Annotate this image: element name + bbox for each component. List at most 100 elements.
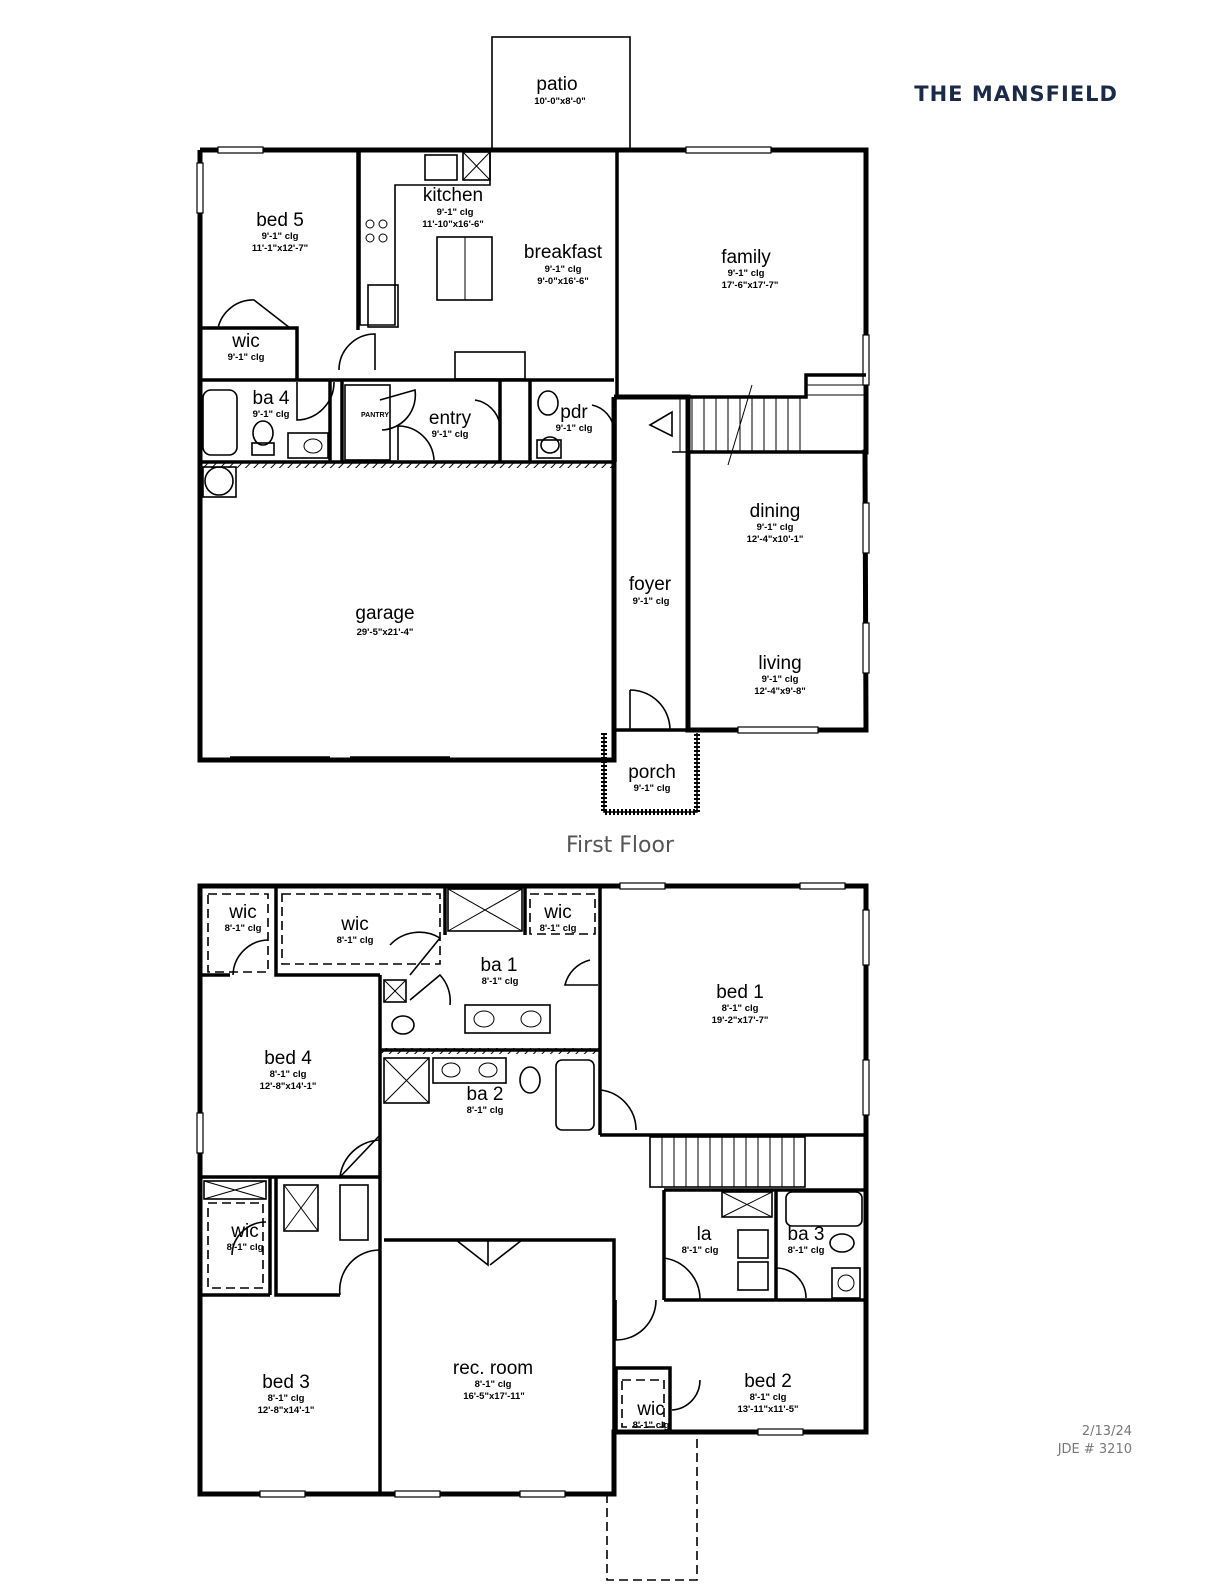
svg-text:16'-5"x17'-11": 16'-5"x17'-11" bbox=[463, 1391, 525, 1402]
first-floor-windows bbox=[196, 146, 870, 734]
svg-text:13'-11"x11'-5": 13'-11"x11'-5" bbox=[737, 1404, 798, 1415]
la-label: la8'-1" clg bbox=[682, 1224, 719, 1256]
second-floor-stairs bbox=[649, 1136, 806, 1188]
svg-text:8'-1" clg: 8'-1" clg bbox=[268, 1393, 305, 1404]
svg-text:9'-1" clg: 9'-1" clg bbox=[253, 409, 290, 420]
svg-text:la: la bbox=[697, 1224, 712, 1245]
svg-text:8'-1" clg: 8'-1" clg bbox=[227, 1242, 264, 1253]
svg-text:8'-1" clg: 8'-1" clg bbox=[540, 923, 577, 934]
second-floor-windows bbox=[196, 882, 870, 1498]
svg-text:12'-8"x14'-1": 12'-8"x14'-1" bbox=[260, 1081, 317, 1092]
svg-text:breakfast: breakfast bbox=[524, 242, 603, 263]
svg-text:8'-1" clg: 8'-1" clg bbox=[225, 923, 262, 934]
svg-text:9'-1" clg: 9'-1" clg bbox=[634, 783, 671, 794]
svg-text:10'-0"x8'-0": 10'-0"x8'-0" bbox=[534, 96, 586, 107]
svg-text:11'-1"x12'-7": 11'-1"x12'-7" bbox=[252, 243, 308, 254]
bath-partition-hatch bbox=[380, 1048, 600, 1054]
svg-text:garage: garage bbox=[355, 603, 414, 624]
svg-text:11'-10"x16'-6": 11'-10"x16'-6" bbox=[422, 219, 484, 230]
svg-text:8'-1" clg: 8'-1" clg bbox=[682, 1245, 719, 1256]
first-floor-label: First Floor bbox=[565, 833, 675, 858]
ba4-label: ba 49'-1" clg bbox=[253, 388, 290, 420]
svg-text:wic: wic bbox=[543, 902, 571, 923]
svg-text:9'-1" clg: 9'-1" clg bbox=[437, 207, 474, 218]
svg-text:9'-1" clg: 9'-1" clg bbox=[633, 596, 670, 607]
svg-text:kitchen: kitchen bbox=[423, 185, 483, 206]
svg-text:wic: wic bbox=[230, 1221, 258, 1242]
svg-text:ba 3: ba 3 bbox=[788, 1224, 825, 1245]
second-floor-bath-fixtures bbox=[339, 1004, 863, 1299]
svg-text:pdr: pdr bbox=[560, 402, 588, 423]
svg-text:19'-2"x17'-7": 19'-2"x17'-7" bbox=[712, 1015, 769, 1026]
svg-text:9'-1" clg: 9'-1" clg bbox=[556, 423, 593, 434]
first-floor-plan bbox=[196, 36, 870, 815]
ba2-label: ba 28'-1" clg bbox=[467, 1084, 504, 1116]
svg-text:8'-1" clg: 8'-1" clg bbox=[633, 1420, 670, 1431]
svg-text:wic: wic bbox=[231, 331, 259, 352]
svg-text:8'-1" clg: 8'-1" clg bbox=[337, 935, 374, 946]
job-number: JDE # 3210 bbox=[1057, 1442, 1132, 1457]
svg-text:9'-1" clg: 9'-1" clg bbox=[262, 231, 299, 242]
svg-text:9'-0"x16'-6": 9'-0"x16'-6" bbox=[537, 276, 589, 287]
svg-text:patio: patio bbox=[536, 74, 577, 95]
svg-text:ba 4: ba 4 bbox=[253, 388, 290, 409]
svg-text:foyer: foyer bbox=[629, 574, 672, 595]
pantry-label: PANTRY bbox=[361, 412, 389, 419]
ba1-label: ba 18'-1" clg bbox=[481, 955, 519, 987]
svg-text:bed 2: bed 2 bbox=[744, 1371, 792, 1392]
svg-text:family: family bbox=[721, 247, 771, 268]
svg-text:8'-1" clg: 8'-1" clg bbox=[788, 1245, 825, 1256]
svg-text:12'-4"x9'-8": 12'-4"x9'-8" bbox=[754, 686, 806, 697]
plan-date: 2/13/24 bbox=[1081, 1424, 1132, 1439]
svg-text:8'-1" clg: 8'-1" clg bbox=[482, 976, 519, 987]
svg-text:bed 4: bed 4 bbox=[264, 1048, 312, 1069]
svg-text:29'-5"x21'-4": 29'-5"x21'-4" bbox=[357, 627, 414, 638]
svg-text:porch: porch bbox=[628, 762, 676, 783]
svg-text:ba 1: ba 1 bbox=[481, 955, 518, 976]
svg-text:living: living bbox=[758, 653, 801, 674]
svg-text:9'-1" clg: 9'-1" clg bbox=[545, 264, 582, 275]
plan-title: THE MANSFIELD bbox=[914, 82, 1118, 106]
garage-firewall-hatch bbox=[200, 462, 614, 468]
svg-text:bed 3: bed 3 bbox=[262, 1372, 310, 1393]
second-floor-closet-shelves bbox=[207, 893, 665, 1428]
svg-text:wic: wic bbox=[228, 902, 256, 923]
ba4-fixtures bbox=[202, 389, 329, 498]
svg-text:wic: wic bbox=[340, 914, 368, 935]
svg-text:dining: dining bbox=[750, 501, 801, 522]
svg-text:9'-1" clg: 9'-1" clg bbox=[757, 522, 794, 533]
svg-text:bed 1: bed 1 bbox=[716, 982, 764, 1003]
svg-text:bed 5: bed 5 bbox=[256, 210, 304, 231]
ba3-label: ba 38'-1" clg bbox=[788, 1224, 825, 1256]
svg-text:wic: wic bbox=[636, 1399, 664, 1420]
svg-text:9'-1" clg: 9'-1" clg bbox=[432, 429, 469, 440]
svg-text:8'-1" clg: 8'-1" clg bbox=[750, 1392, 787, 1403]
second-floor-showers bbox=[203, 888, 773, 1232]
svg-text:8'-1" clg: 8'-1" clg bbox=[722, 1003, 759, 1014]
svg-text:12'-8"x14'-1": 12'-8"x14'-1" bbox=[258, 1405, 315, 1416]
svg-text:17'-6"x17'-7": 17'-6"x17'-7" bbox=[722, 280, 779, 291]
second-floor-plan bbox=[196, 882, 870, 1581]
